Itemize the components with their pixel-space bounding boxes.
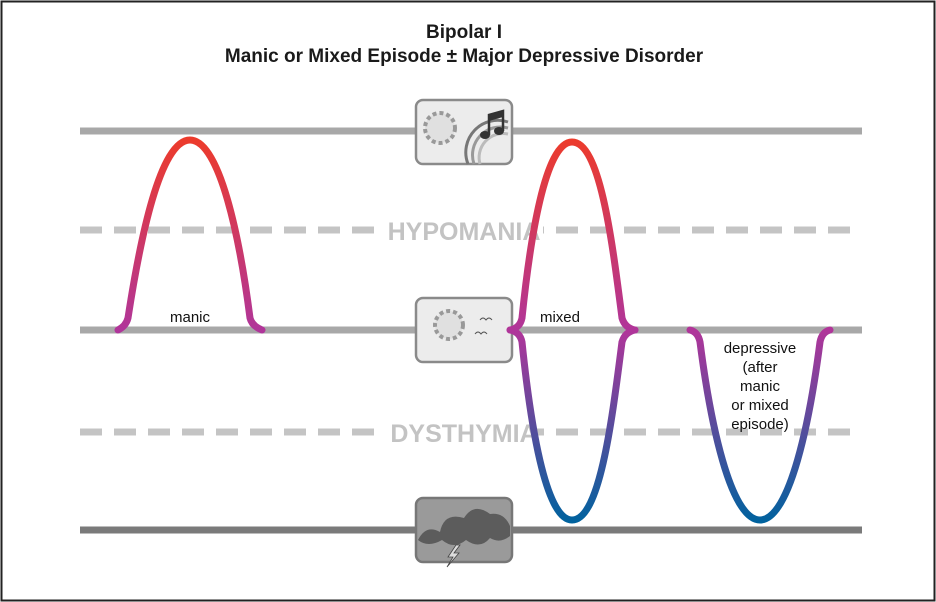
- sun-rainbow-music-icon: [414, 98, 514, 166]
- svg-text:or mixed: or mixed: [731, 397, 789, 414]
- depressive-episode-curve: [686, 326, 834, 524]
- title-line-1: Bipolar I: [426, 22, 502, 43]
- mixed-episode-lower-curve: [506, 326, 639, 524]
- svg-text:depressive: depressive: [724, 340, 797, 357]
- manic-label: manic: [170, 309, 211, 326]
- svg-text:manic: manic: [740, 378, 781, 395]
- storm-cloud-lightning-icon: [414, 496, 514, 568]
- depressive-label: depressive (after manic or mixed episode…: [724, 340, 797, 433]
- mixed-episode-upper-curve: [506, 138, 639, 334]
- dysthymia-label: DYSTHYMIA: [390, 420, 537, 448]
- svg-text:(after: (after: [742, 359, 777, 376]
- svg-text:episode): episode): [731, 416, 789, 433]
- title-line-2: Manic or Mixed Episode ± Major Depressiv…: [225, 46, 704, 67]
- mixed-label: mixed: [540, 309, 580, 326]
- hypomania-label: HYPOMANIA: [388, 218, 541, 246]
- sun-birds-icon: [414, 296, 514, 364]
- manic-episode-curve: [114, 136, 266, 334]
